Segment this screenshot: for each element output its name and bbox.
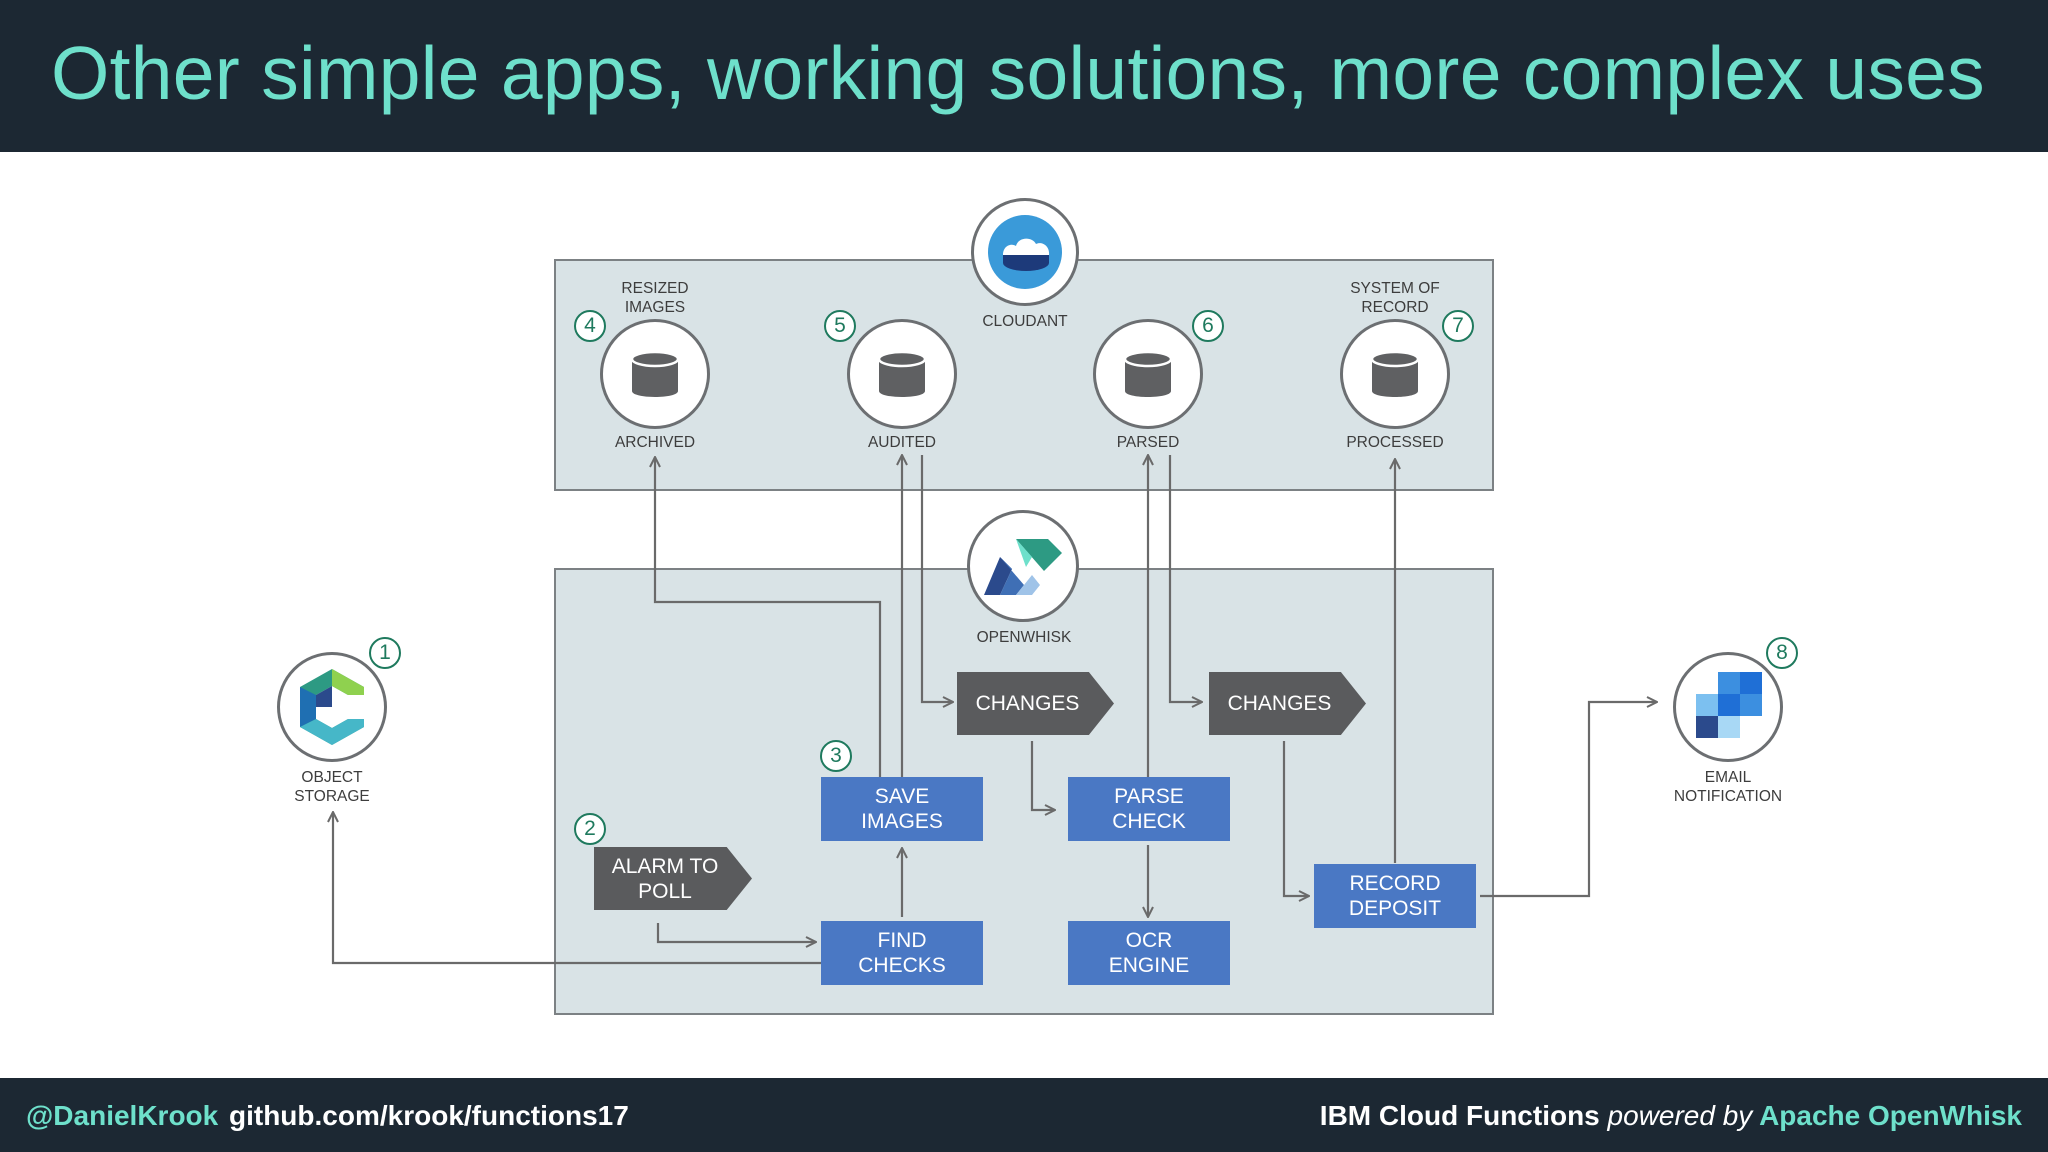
brand-line: IBM Cloud Functions powered by Apache Op… [1320, 1100, 2022, 1132]
database-top-label: RESIZED IMAGES [621, 280, 689, 316]
database-icon [630, 350, 680, 397]
openwhisk-circle [967, 510, 1079, 622]
action-save-images[interactable]: SAVE IMAGES [821, 777, 983, 841]
step-badge: 2 [574, 813, 606, 845]
object-storage-icon [300, 669, 364, 745]
openwhisk-logo-icon [984, 539, 1062, 595]
object-storage-label: OBJECT STORAGE [294, 769, 370, 805]
database-circle [1093, 319, 1203, 429]
twitter-handle-link[interactable]: @DanielKrook [26, 1100, 219, 1131]
database-icon [877, 350, 927, 397]
database-circle [600, 319, 710, 429]
arrow-find-to-storage [333, 812, 821, 965]
action-parse-check[interactable]: PARSE CHECK [1068, 777, 1230, 841]
brand-project: Apache OpenWhisk [1759, 1100, 2022, 1131]
database-circle [1340, 319, 1450, 429]
github-repo-link[interactable]: github.com/krook/functions17 [229, 1100, 629, 1131]
database-name: PROCESSED [1346, 434, 1444, 451]
object-storage-circle [277, 652, 387, 762]
cloudant-label: CLOUDANT [982, 313, 1068, 330]
action-record-deposit[interactable]: RECORD DEPOSIT [1314, 864, 1476, 928]
database-name: ARCHIVED [614, 434, 696, 451]
trigger-changes-2[interactable]: CHANGES [1209, 672, 1366, 735]
step-badge: 3 [820, 740, 852, 772]
arrow-record-to-email [1480, 702, 1657, 898]
database-icon [1123, 350, 1173, 397]
cloudant-circle [971, 198, 1079, 306]
step-badge: 4 [574, 310, 606, 342]
action-find-checks[interactable]: FIND CHECKS [821, 921, 983, 985]
email-circle [1673, 652, 1783, 762]
cloudant-icon [988, 215, 1062, 289]
email-notification-icon [1696, 672, 1762, 738]
trigger-alarm-to-poll[interactable]: ALARM TO POLL [594, 847, 752, 910]
trigger-changes-1[interactable]: CHANGES [957, 672, 1114, 735]
footer-bar: @DanielKrook github.com/krook/functions1… [0, 1078, 2048, 1152]
database-icon [1370, 350, 1420, 397]
arrow-save-to-archived [655, 457, 882, 777]
arrow-alarm-to-find [656, 923, 816, 942]
arrow-parsed-to-changes [1168, 455, 1202, 702]
arrow-changes-to-record [1282, 741, 1309, 896]
email-label: EMAIL NOTIFICATION [1673, 769, 1783, 805]
step-badge: 8 [1766, 637, 1798, 669]
openwhisk-label: OPENWHISK [976, 629, 1072, 646]
database-circle [847, 319, 957, 429]
title-bar: Other simple apps, working solutions, mo… [0, 0, 2048, 152]
arrow-changes-to-parse [1030, 741, 1055, 810]
step-badge: 7 [1442, 310, 1474, 342]
database-name: AUDITED [867, 434, 937, 451]
arrow-audited-to-changes [920, 455, 953, 702]
action-ocr-engine[interactable]: OCR ENGINE [1068, 921, 1230, 985]
step-badge: 1 [369, 637, 401, 669]
brand-product: IBM Cloud Functions [1319, 1100, 1600, 1131]
brand-powered-by: powered by [1607, 1100, 1753, 1131]
step-badge: 6 [1192, 310, 1224, 342]
slide-title: Other simple apps, working solutions, mo… [51, 31, 1985, 115]
database-top-label: SYSTEM OF RECORD [1350, 280, 1440, 316]
step-badge: 5 [824, 310, 856, 342]
database-name: PARSED [1116, 434, 1180, 451]
